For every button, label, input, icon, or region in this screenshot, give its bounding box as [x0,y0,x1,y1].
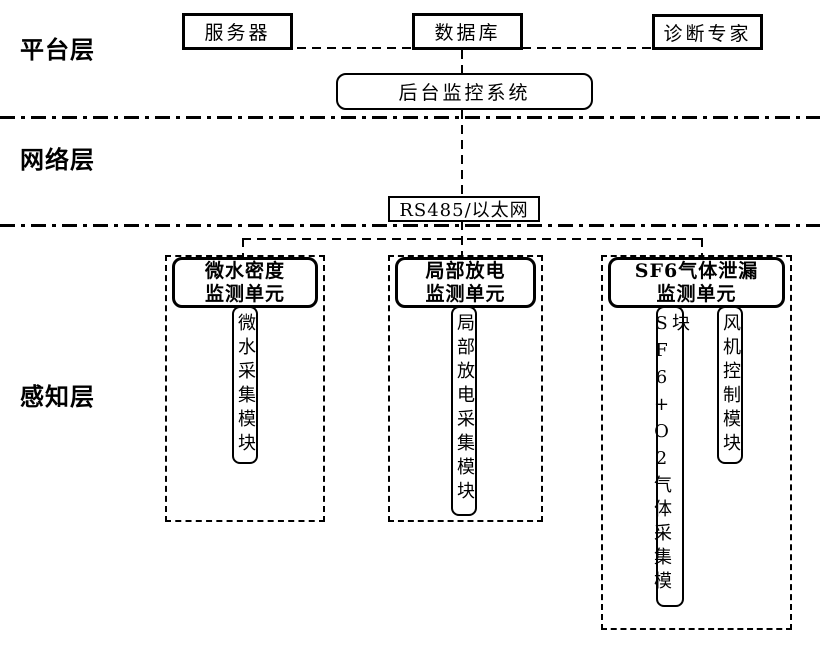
network-perception-separator-line [0,224,820,227]
unit1-module-water-collect: 微水采集模块 [232,306,258,464]
branch-drop-right-line [701,238,703,258]
unit1-title-line1: 微水密度 [204,259,285,282]
unit3-title-box: SF6气体泄漏 监测单元 [608,257,785,308]
unit2-module-pd-collect: 局部放电采集模块 [451,306,477,516]
unit2-title-box: 局部放电 监测单元 [395,257,536,308]
unit2-title-line2: 监测单元 [425,282,506,305]
unit1-container [165,255,325,522]
perception-layer-label: 感知层 [20,382,95,411]
database-to-monitor-line [461,50,463,73]
unit3-title-line2: 监测单元 [656,282,737,305]
bus-box: RS485/以太网 [388,196,540,222]
platform-layer-label: 平台层 [20,35,95,64]
unit1-title-box: 微水密度 监测单元 [172,257,318,308]
branch-drop-left-line [242,238,244,258]
unit2-container [388,255,543,522]
platform-network-separator-line [0,116,820,119]
unit3-title-line1: SF6气体泄漏 [634,259,759,282]
monitor-system-box: 后台监控系统 [336,73,593,110]
network-layer-label: 网络层 [20,145,95,174]
monitor-to-bus-line [461,110,463,196]
branch-horizontal-line [242,238,703,240]
server-box: 服务器 [182,13,293,50]
expert-box: 诊断专家 [652,14,763,50]
unit3-container [601,255,792,630]
unit1-title-line2: 监测单元 [204,282,285,305]
unit3-module-gas-collect: SF6+O2气体采集模块 [651,306,690,607]
unit2-title-line1: 局部放电 [425,259,506,282]
database-box: 数据库 [412,13,523,50]
unit3-module-fan-control: 风机控制模块 [717,306,743,464]
